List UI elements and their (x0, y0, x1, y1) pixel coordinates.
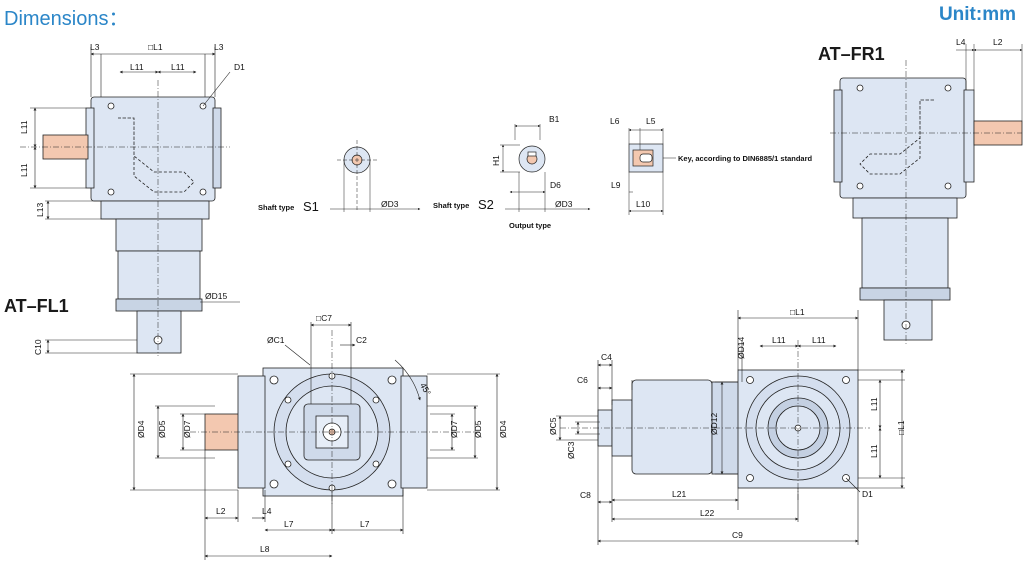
dim-l9: L9 (611, 180, 621, 190)
dim-l11-right-b: L11 (812, 335, 826, 345)
dim-c2: C2 (356, 335, 367, 345)
dim-sq-l1-right: □L1 (790, 307, 805, 317)
dim-l11-top-b: L11 (171, 62, 185, 72)
front-view-right-dimensions (556, 310, 905, 545)
fl1-collar (100, 200, 210, 220)
dim-l13: L13 (35, 203, 45, 217)
dim-c6: C6 (577, 375, 588, 385)
dim-d15: ØD15 (205, 291, 227, 301)
dim-d3-s1: ØD3 (381, 199, 399, 209)
dim-sq-c7: □C7 (316, 313, 332, 323)
dim-d6: D6 (550, 180, 561, 190)
dim-l6: L6 (610, 116, 620, 126)
dim-l22: L22 (700, 508, 714, 518)
unit-label: Unit:mm (938, 4, 1016, 25)
fl1-internal-dashed (118, 117, 195, 193)
key-note: Key, according to DIN6885/1 standard (678, 154, 812, 163)
dim-sq-l1-top: □L1 (148, 42, 163, 52)
output-type-label: Output type (509, 221, 551, 230)
key-detail (628, 128, 676, 215)
at-fl1-dimensions (30, 47, 240, 354)
dim-l11-vert-b: L11 (869, 444, 879, 458)
at-fl1-side-view (20, 80, 230, 356)
dim-d5-right: ØD5 (473, 420, 483, 438)
shaft-s2-label: Shaft type (433, 201, 469, 210)
dim-l11-top-a: L11 (130, 62, 144, 72)
dim-l11-left-a: L11 (19, 120, 29, 134)
dim-c9: C9 (732, 530, 743, 540)
dim-c8: C8 (580, 490, 591, 500)
model-label-at-fl1: AT–FL1 (4, 296, 69, 316)
dim-l11-vert-a: L11 (869, 397, 879, 411)
dim-l10: L10 (636, 199, 650, 209)
dim-l3-left: L3 (90, 42, 100, 52)
fl1-output-hub (136, 310, 182, 354)
shaft-s2-view (500, 124, 591, 212)
shaft-s1-code: S1 (303, 199, 319, 214)
dim-d7-left: ØD7 (182, 420, 192, 438)
dim-l11-left-b: L11 (19, 163, 29, 177)
dim-l8: L8 (260, 544, 270, 554)
dim-c3: ØC3 (566, 441, 576, 459)
dim-l5: L5 (646, 116, 656, 126)
dim-l3-right: L3 (214, 42, 224, 52)
dim-d5-left: ØD5 (157, 420, 167, 438)
front-view-left-dimensions (130, 322, 500, 560)
dim-l7-left: L7 (284, 519, 294, 529)
dim-b1: B1 (549, 114, 560, 124)
fl1-motor-body (117, 250, 201, 300)
model-label-at-fr1: AT–FR1 (818, 44, 885, 64)
at-fr1-side-view (830, 44, 1023, 345)
dim-d14: ØD14 (736, 337, 746, 359)
shaft-s1-label: Shaft type (258, 203, 294, 212)
fl1-side-flange (212, 107, 222, 189)
shaft-s2-code: S2 (478, 197, 494, 212)
dim-l4-bottom: L4 (262, 506, 272, 516)
dim-d1-bottom: D1 (862, 489, 873, 499)
fl1-motor-adapter (115, 218, 203, 252)
dim-l7-right: L7 (360, 519, 370, 529)
dim-c1: ØC1 (267, 335, 285, 345)
dim-sq-l1-vert: □L1 (896, 420, 906, 435)
dim-d4-left: ØD4 (136, 420, 146, 438)
dim-d12: ØD12 (709, 413, 719, 435)
fl1-flange-ring (115, 298, 203, 312)
page-title: Dimensions： (4, 8, 129, 30)
dim-l4-fr1: L4 (956, 37, 966, 47)
dim-d1-top: D1 (234, 62, 245, 72)
dim-l21: L21 (672, 489, 686, 499)
dim-d4-right: ØD4 (498, 420, 508, 438)
dim-l11-right-a: L11 (772, 335, 786, 345)
dim-c5: ØC5 (548, 417, 558, 435)
dim-d3-s2: ØD3 (555, 199, 573, 209)
dim-d7-right: ØD7 (449, 420, 459, 438)
dim-l2-fr1: L2 (993, 37, 1003, 47)
dim-c4: C4 (601, 352, 612, 362)
dim-h1: H1 (491, 155, 501, 166)
shaft-s1-view (330, 140, 421, 212)
dim-c10: C10 (33, 339, 43, 355)
fl1-gearbox-housing (90, 96, 216, 202)
front-view-left (190, 330, 480, 505)
dim-l2-bottom: L2 (216, 506, 226, 516)
front-view-right (560, 340, 870, 500)
